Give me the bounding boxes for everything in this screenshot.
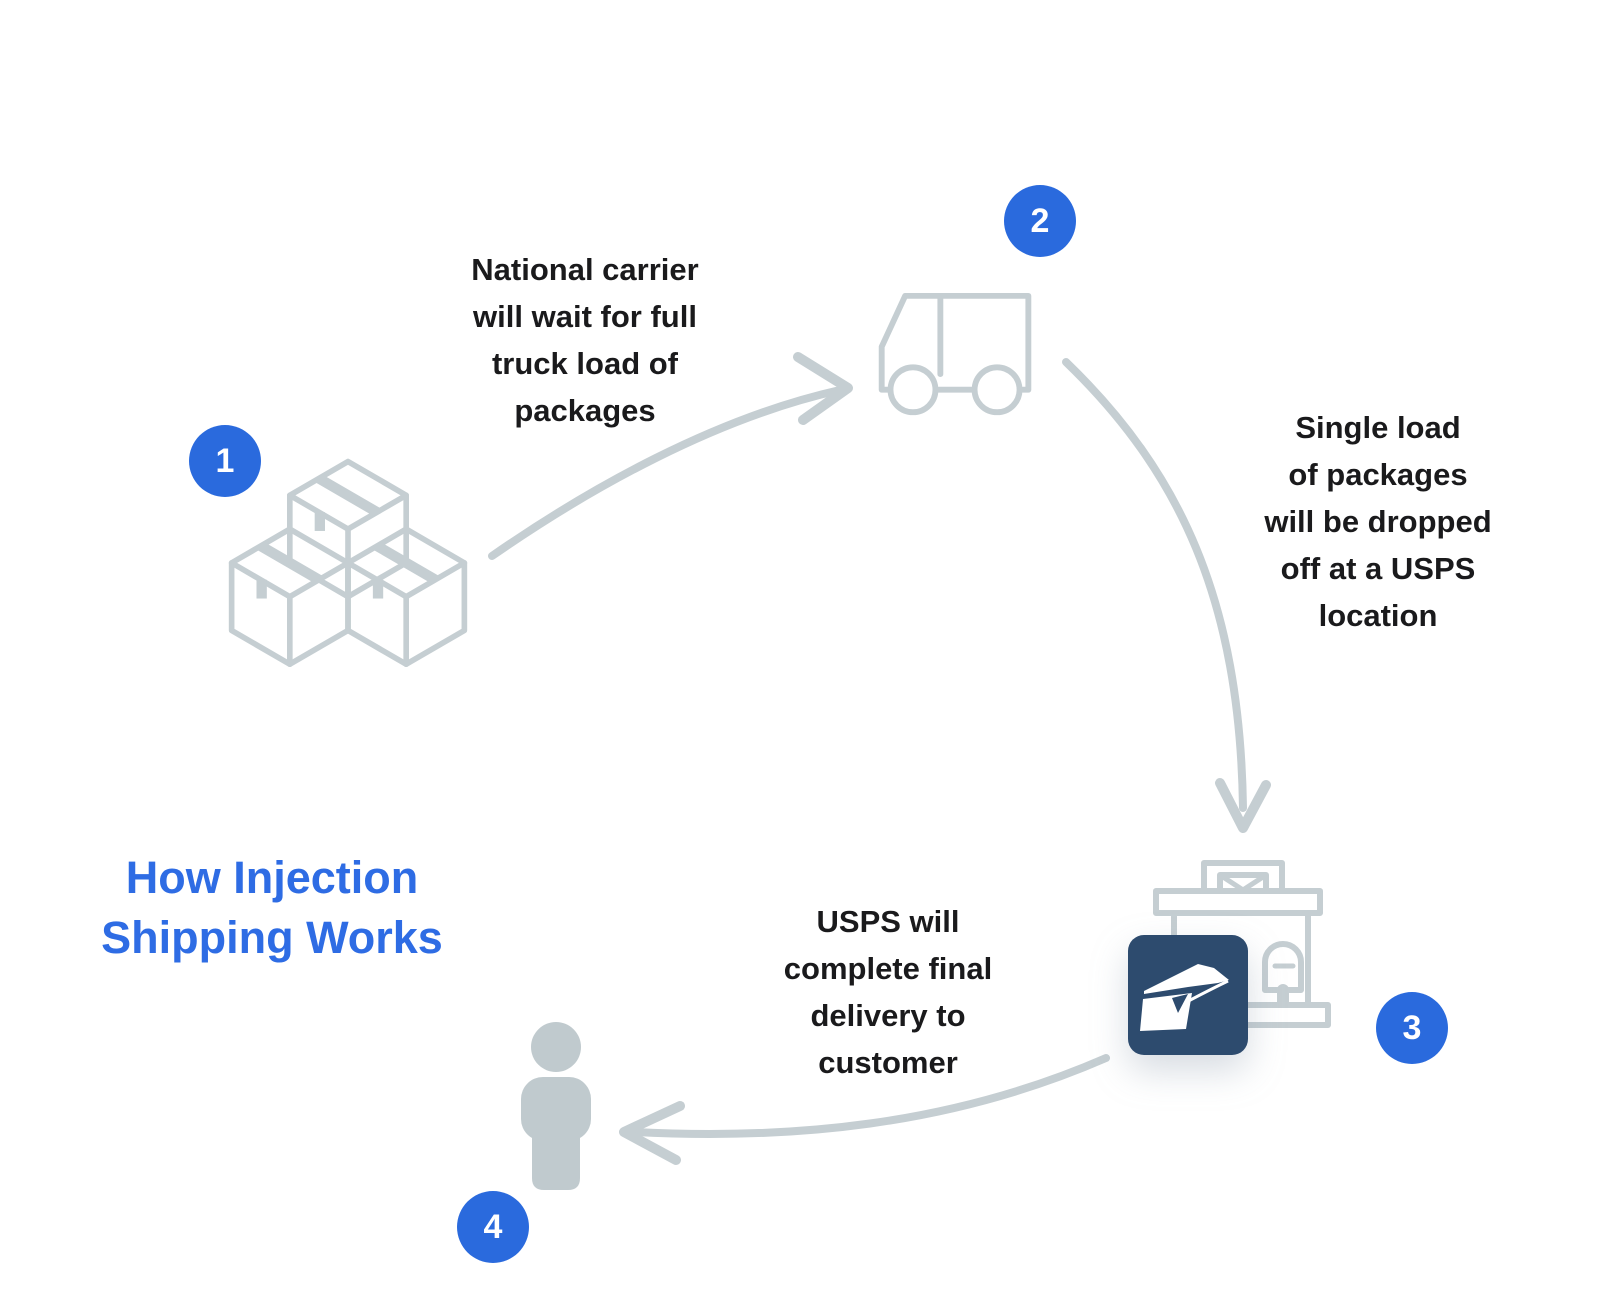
page-title-line-1: How Injection	[125, 852, 419, 903]
step-4-badge: 4	[457, 1191, 529, 1263]
page-title-line-2: Shipping Works	[101, 912, 443, 963]
step-2-badge: 2	[1004, 185, 1076, 257]
step-4-number: 4	[483, 1207, 503, 1246]
arrow-truck-to-usps-icon	[1062, 358, 1271, 833]
packages-icon	[228, 458, 468, 668]
delivery-truck-icon	[878, 292, 1032, 416]
step-3-badge: 3	[1376, 992, 1448, 1064]
step-3-number: 3	[1402, 1008, 1422, 1047]
step-1-number: 1	[215, 441, 235, 480]
step-2-caption: National carrier will wait for full truc…	[471, 252, 699, 428]
step-1-badge: 1	[189, 425, 261, 497]
customer-icon	[521, 1022, 591, 1190]
arrow-usps-to-customer-icon	[619, 1054, 1110, 1165]
step-2-number: 2	[1030, 201, 1050, 240]
step-3-caption: Single load of packages will be dropped …	[1264, 410, 1492, 633]
usps-logo-icon	[1128, 935, 1248, 1055]
page-title: How Injection Shipping Works	[42, 848, 502, 968]
arrow-boxes-to-truck-icon	[488, 352, 853, 560]
step-4-caption: USPS will complete final delivery to cus…	[783, 904, 993, 1080]
